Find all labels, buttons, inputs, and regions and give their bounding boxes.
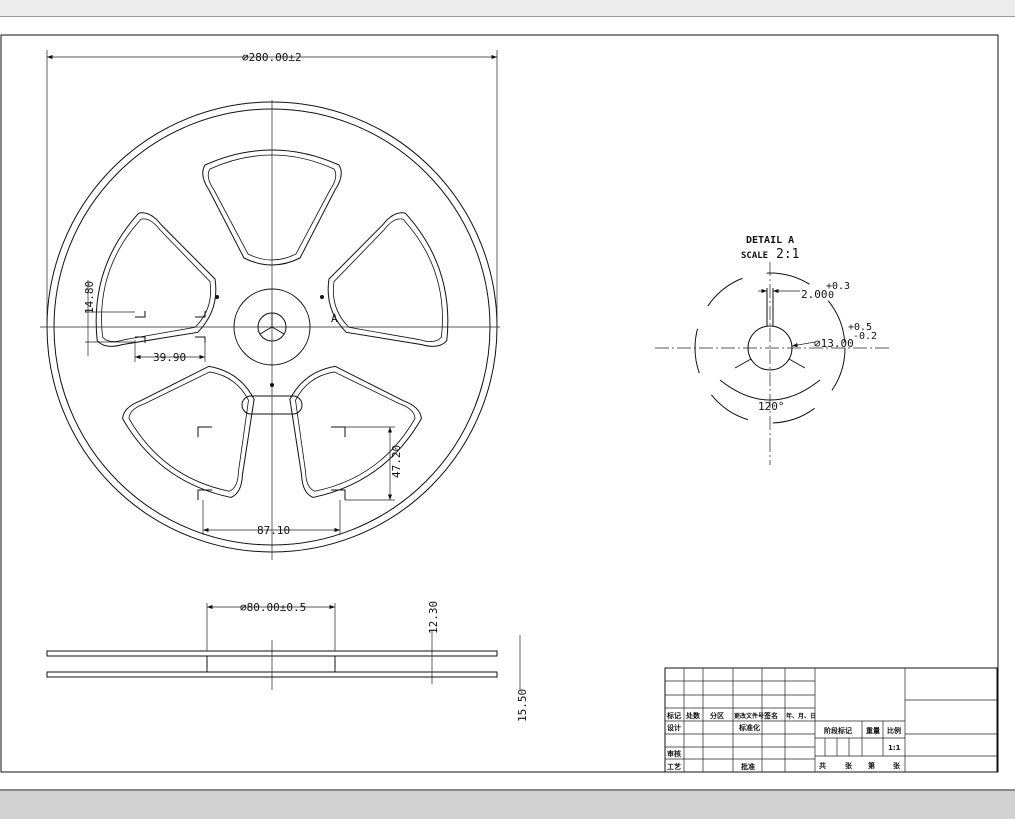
angle-dim: 120° (758, 400, 785, 413)
tb-sheets-2: 张 (893, 761, 901, 770)
dim-47-20: 47.20 (390, 445, 403, 478)
dim-12-30: 12.30 (427, 601, 440, 634)
tb-total: 共 (819, 761, 826, 770)
hub-diameter-dim: ⌀80.00±0.5 (240, 601, 306, 614)
tb-zone: 分区 (710, 711, 724, 720)
tb-scale-value: 1:1 (888, 744, 901, 752)
tb-stage-mark: 阶段标记 (824, 726, 852, 735)
dim-14-80: 14.80 (83, 281, 96, 314)
scale-label: SCALE (741, 251, 768, 261)
tb-review: 审核 (667, 749, 681, 758)
window-top-bar (0, 0, 1015, 17)
tb-date: 年、月、日 (786, 712, 816, 720)
tb-weight: 重量 (866, 726, 880, 735)
dim-87-10: 87.10 (257, 524, 290, 537)
technical-drawing: ⌀280.00±2 14.80 39.90 47.20 87.10 A ⌀80.… (0, 34, 999, 773)
tb-signature: 签名 (763, 711, 778, 720)
tb-process: 工艺 (667, 762, 681, 771)
tb-design: 设计 (667, 723, 681, 732)
tb-scale: 比例 (887, 726, 901, 735)
slot-tol-lower: 0 (828, 290, 834, 301)
dim-15-50: 15.50 (516, 689, 529, 722)
reel-front-view: ⌀280.00±2 14.80 39.90 47.20 87.10 A (40, 50, 500, 560)
scale-value: 2:1 (776, 247, 799, 262)
tb-approve: 批准 (741, 762, 755, 771)
tb-standardization: 标准化 (738, 723, 760, 732)
bore-tol-lower: -0.2 (853, 331, 877, 342)
detail-title: DETAIL A (746, 235, 794, 246)
drawing-border (0, 34, 999, 773)
dim-39-90: 39.90 (153, 351, 186, 364)
slot-width-dim: 2.00 (801, 288, 828, 301)
slot-tol-upper: +0.3 (826, 281, 850, 292)
tb-mark: 标记 (666, 711, 681, 720)
detail-a-marker: A (331, 312, 338, 325)
tb-page: 第 (868, 761, 875, 770)
tb-sheets: 张 (845, 761, 853, 770)
tb-change-doc: 更改文件号 (734, 712, 764, 720)
title-block: 标记 处数 分区 更改文件号 签名 年、月、日 设计 标准化 审核 工艺 批准 … (664, 667, 998, 773)
bore-tol-upper: +0.5 (848, 322, 872, 333)
reel-side-view: ⌀80.00±0.5 12.30 15.50 (46, 601, 529, 722)
detail-a-view: DETAIL A SCALE 2:1 2.00 +0.3 0 ⌀13.00 +0… (655, 235, 890, 465)
outer-diameter-dim: ⌀280.00±2 (242, 51, 302, 64)
window-bottom-bar (0, 789, 1015, 819)
bore-diameter-dim: ⌀13.00 (814, 337, 854, 350)
tb-count: 处数 (685, 711, 701, 720)
